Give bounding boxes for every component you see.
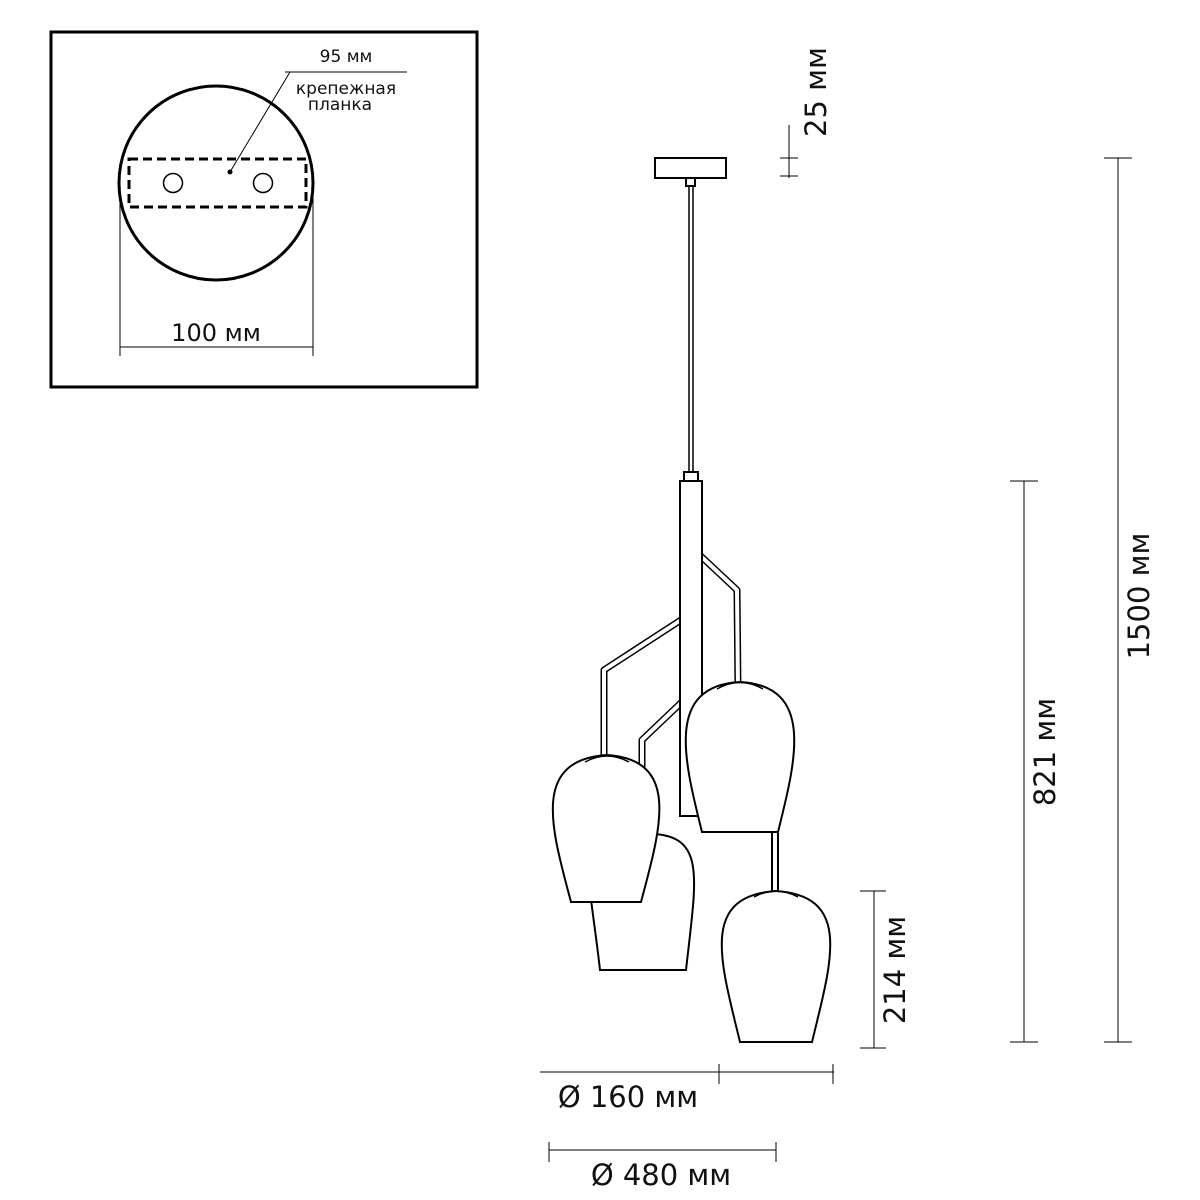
shade-bottom-right bbox=[720, 889, 832, 1043]
dim-canopy-height: 25 мм bbox=[780, 47, 833, 178]
body-height-label: 821 мм bbox=[1028, 698, 1062, 806]
bar-length-label: 95 мм bbox=[320, 47, 373, 67]
shade-front-left bbox=[551, 753, 661, 903]
bar-name-line1: крепежная bbox=[296, 79, 396, 99]
mount-hole-left bbox=[162, 172, 184, 194]
bar-name-line2: планка bbox=[308, 95, 372, 115]
arm-right-upper-inner bbox=[688, 544, 740, 691]
dim-overall-diameter: Ø 480 мм bbox=[548, 1142, 777, 1192]
mount-hole-right bbox=[252, 172, 274, 194]
dim-body-height: 821 мм bbox=[1010, 480, 1062, 1043]
mounting-plate-inset: 95 мм крепежная планка 100 мм bbox=[49, 30, 479, 389]
arm-left-upper-inner bbox=[602, 616, 686, 760]
cord-grip bbox=[685, 177, 696, 187]
canopy-circle bbox=[117, 84, 315, 282]
dim-total-height: 1500 мм bbox=[1104, 157, 1156, 1043]
total-height-label: 1500 мм bbox=[1122, 533, 1156, 660]
canopy-height-label: 25 мм bbox=[799, 47, 833, 137]
shade-height-label: 214 мм bbox=[878, 916, 912, 1024]
dim-shade-height: 214 мм bbox=[860, 890, 912, 1049]
inset-frame bbox=[49, 30, 479, 389]
bar-leader-line bbox=[229, 71, 291, 173]
shade-upper-right bbox=[684, 680, 796, 833]
width-label: 100 мм bbox=[171, 319, 261, 347]
mounting-bar-dashed bbox=[127, 157, 308, 209]
overall-diameter-label: Ø 480 мм bbox=[591, 1158, 731, 1192]
shade-diameter-label: Ø 160 мм bbox=[558, 1080, 698, 1114]
dim-shade-diameter: Ø 160 мм bbox=[540, 1064, 834, 1114]
ceiling-canopy bbox=[654, 157, 727, 179]
pendant-lamp bbox=[551, 157, 832, 1043]
